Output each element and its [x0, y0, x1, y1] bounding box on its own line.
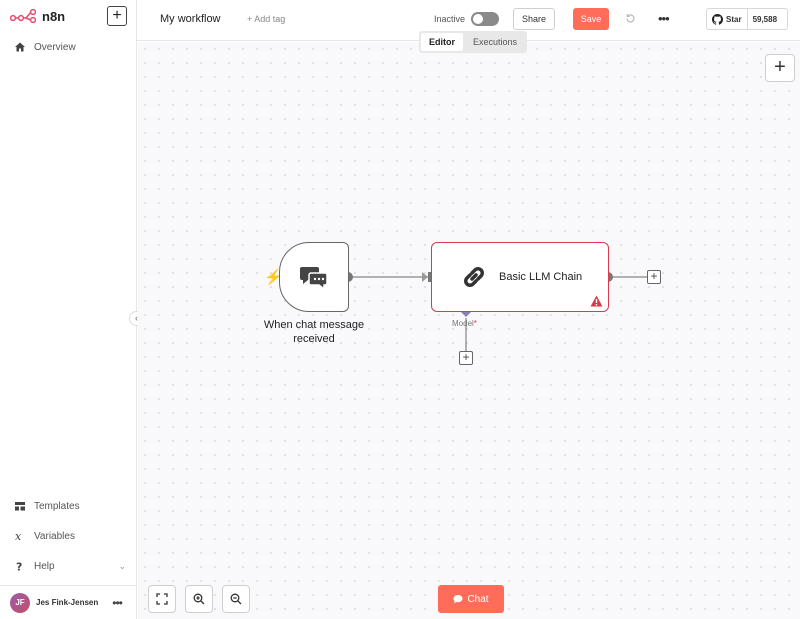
- sidebar-item-overview[interactable]: Overview: [14, 41, 126, 53]
- sidebar-item-templates[interactable]: Templates: [14, 500, 126, 512]
- zoom-out-button[interactable]: [222, 585, 250, 613]
- node-label: When chat message received: [263, 319, 365, 345]
- more-options-button[interactable]: •••: [658, 11, 670, 26]
- variables-icon: x: [15, 530, 22, 542]
- save-button[interactable]: Save: [573, 8, 609, 30]
- trigger-bolt-icon: ⚡: [264, 269, 283, 286]
- add-next-node-button[interactable]: +: [647, 270, 661, 284]
- link-chain-icon: [464, 267, 484, 287]
- create-button[interactable]: +: [107, 6, 127, 26]
- n8n-logo-icon: [10, 8, 36, 24]
- add-model-button[interactable]: +: [459, 351, 473, 365]
- svg-text:?: ?: [16, 561, 22, 573]
- github-star-button[interactable]: Star 59,588: [706, 8, 788, 30]
- sidebar: n8n + Overview Templates x Variables ? H…: [0, 0, 137, 619]
- sidebar-item-label: Overview: [34, 41, 76, 53]
- warning-icon[interactable]: [590, 295, 603, 307]
- zoom-in-button[interactable]: [185, 585, 213, 613]
- templates-icon: [15, 502, 25, 511]
- github-star-count: 59,588: [752, 14, 778, 24]
- home-icon: [15, 42, 25, 52]
- sidebar-item-variables[interactable]: x Variables: [14, 530, 126, 542]
- share-button[interactable]: Share: [513, 8, 555, 30]
- add-tag-link[interactable]: + Add tag: [247, 14, 286, 24]
- zoom-in-icon: [193, 593, 205, 605]
- view-tabs: Editor Executions: [419, 31, 528, 53]
- more-icon[interactable]: •••: [112, 595, 123, 610]
- github-icon: [712, 13, 723, 25]
- user-name: Jes Fink-Jensen: [36, 598, 99, 607]
- chat-button-label: Chat: [467, 593, 489, 605]
- active-toggle[interactable]: [471, 12, 499, 26]
- workflow-title[interactable]: My workflow: [160, 13, 221, 25]
- sidebar-item-label: Help: [34, 560, 55, 572]
- fit-view-button[interactable]: [148, 585, 176, 613]
- zoom-out-icon: [230, 593, 242, 605]
- sidebar-item-label: Templates: [34, 500, 80, 512]
- fit-view-icon: [156, 593, 168, 605]
- tab-executions[interactable]: Executions: [473, 37, 518, 47]
- add-node-button[interactable]: +: [765, 54, 795, 82]
- model-input-label: Model*: [452, 319, 477, 328]
- node-label: Basic LLM Chain: [499, 271, 583, 283]
- history-icon[interactable]: [625, 13, 636, 24]
- node-llm-chain[interactable]: Basic LLM Chain: [431, 242, 609, 312]
- node-chat-trigger[interactable]: [279, 242, 349, 312]
- svg-text:x: x: [15, 530, 22, 542]
- user-menu[interactable]: JF Jes Fink-Jensen •••: [0, 585, 137, 619]
- chat-bubbles-icon: [300, 267, 328, 290]
- avatar: JF: [10, 592, 30, 613]
- sidebar-item-label: Variables: [34, 530, 75, 542]
- chevron-down-icon: ⌄: [118, 560, 126, 571]
- chat-button[interactable]: Chat: [438, 585, 504, 613]
- help-icon: ?: [16, 561, 22, 573]
- sidebar-item-help[interactable]: ? Help ⌄: [14, 560, 126, 573]
- n8n-logo[interactable]: n8n: [10, 8, 65, 24]
- github-star-label: Star: [726, 14, 742, 24]
- status-label: Inactive: [434, 14, 466, 24]
- app-name: n8n: [42, 8, 66, 24]
- chat-icon: [453, 595, 463, 604]
- tab-editor[interactable]: Editor: [421, 33, 463, 51]
- workflow-canvas[interactable]: [138, 42, 800, 619]
